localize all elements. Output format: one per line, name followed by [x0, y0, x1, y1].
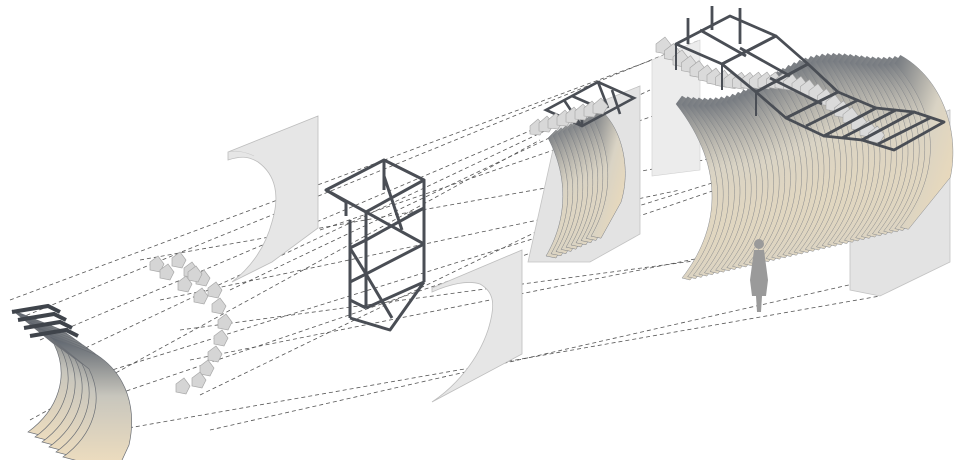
single-module-assembly	[527, 80, 641, 263]
connector-node	[149, 255, 165, 273]
connector-node	[171, 251, 187, 269]
frame-member	[805, 98, 859, 128]
slat-top-bracket	[23, 319, 73, 330]
slat	[46, 334, 132, 460]
frame-member	[769, 76, 823, 106]
guide-line	[9, 59, 653, 301]
slat-top-bracket	[29, 327, 79, 338]
guide-line	[99, 109, 951, 401]
connector-node	[159, 263, 175, 281]
connector-node	[217, 313, 233, 331]
slat-top-bracket	[11, 303, 61, 314]
frame-member	[877, 116, 931, 146]
installation-slat	[894, 54, 954, 230]
frame-member	[699, 28, 747, 58]
lower-side-panel	[431, 249, 523, 403]
frame-member	[860, 110, 946, 152]
connector-node	[175, 377, 191, 395]
connector-node	[207, 345, 223, 363]
connector-node	[213, 329, 229, 347]
module-connector	[592, 97, 609, 115]
guide-line	[19, 39, 701, 319]
connector-node	[177, 275, 193, 293]
full-installation-assembly	[651, 6, 954, 297]
connector-node	[207, 281, 223, 299]
frame-member	[739, 46, 791, 78]
connector-node	[191, 371, 207, 389]
frame-member	[841, 108, 897, 140]
slat-top-bracket	[17, 311, 67, 322]
curved-slat-assembly	[11, 303, 132, 460]
module-slat	[590, 109, 626, 239]
human-figure-scale	[750, 239, 768, 312]
upper-side-panel	[227, 115, 319, 283]
guide-line	[29, 139, 541, 421]
connector-node	[199, 359, 215, 377]
steel-frame-module	[324, 158, 426, 332]
guide-line	[209, 261, 951, 431]
guide-line	[319, 99, 701, 231]
frame-post	[675, 44, 757, 116]
node-connectors	[149, 251, 233, 395]
connector-node	[193, 287, 209, 305]
connector-node	[211, 297, 227, 315]
